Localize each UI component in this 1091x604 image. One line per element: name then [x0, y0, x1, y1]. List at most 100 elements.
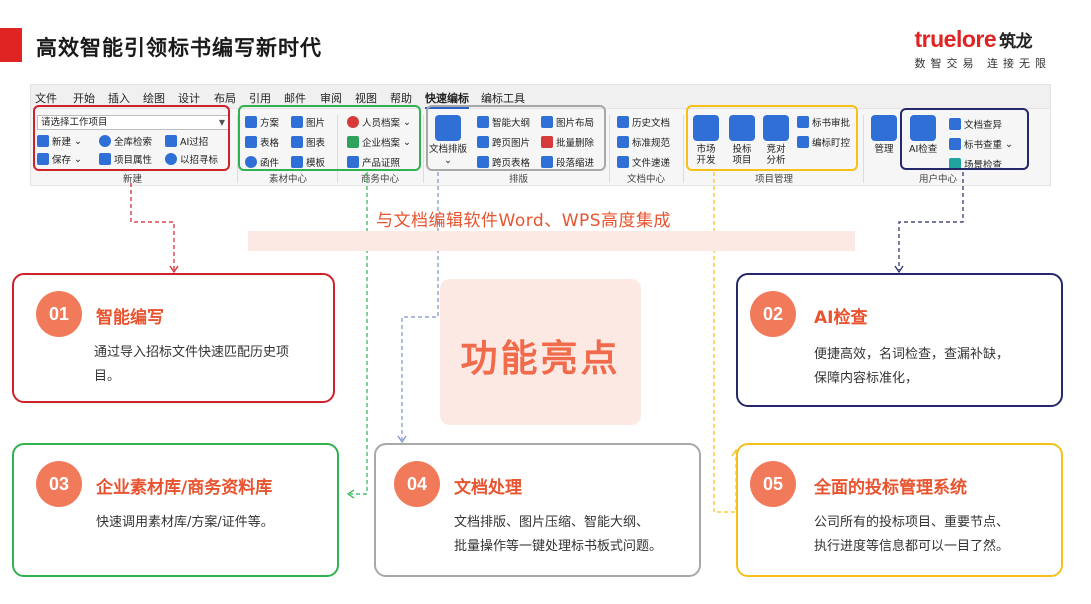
ai-tender-button[interactable]: AI过招 [165, 134, 208, 148]
cross-image-icon [477, 136, 489, 148]
user-gear-icon [871, 115, 897, 141]
cross-page-image-button[interactable]: 跨页图片 [477, 135, 530, 149]
scene-icon [949, 158, 961, 170]
card-desc-line: 保障内容标准化， [814, 371, 919, 386]
template-button[interactable]: 模板 [291, 155, 325, 169]
menu-references[interactable]: 引用 [249, 92, 271, 105]
menu-draw[interactable]: 绘图 [143, 92, 165, 105]
feature-card-02: 02 AI检查 便捷高效，名词检查，查漏补缺，保障内容标准化， [736, 273, 1063, 407]
manage-button[interactable]: 管理 [871, 115, 897, 155]
doc-layout-button[interactable]: 文档排版⌄ [429, 115, 467, 166]
image-icon [291, 116, 303, 128]
card-title: AI检查 [814, 308, 868, 328]
menu-quick-bid[interactable]: 快速编标 [425, 90, 469, 109]
menu-layout[interactable]: 布局 [214, 92, 236, 105]
clock-icon [165, 153, 177, 165]
ai-check-button[interactable]: AI检查 [909, 115, 937, 155]
image-button[interactable]: 图片 [291, 115, 325, 129]
arrowhead-02 [894, 265, 904, 274]
menu-mailings[interactable]: 邮件 [284, 92, 306, 105]
product-cert-button[interactable]: 产品证照 [347, 155, 400, 169]
review-icon [797, 116, 809, 128]
monitor-icon [797, 136, 809, 148]
group-label-material: 素材中心 [269, 174, 308, 185]
group-label-layout: 排版 [509, 174, 529, 185]
bid-project-button[interactable]: 投标项目 [729, 115, 755, 166]
history-icon [617, 116, 629, 128]
connector-01 [130, 183, 175, 270]
feature-card-03: 03 企业素材库/商务资料库 快速调用素材库/方案/证件等。 [12, 443, 339, 577]
divider [237, 115, 238, 183]
menu-view[interactable]: 视图 [355, 92, 377, 105]
standard-button[interactable]: 标准规范 [617, 135, 670, 149]
indent-button[interactable]: 段落缩进 [541, 155, 594, 169]
group-label-business: 商务中心 [361, 174, 400, 185]
target-icon [729, 115, 755, 141]
divider [337, 115, 338, 183]
history-doc-button[interactable]: 历史文档 [617, 115, 670, 129]
card-desc: 公司所有的投标项目、重要节点、执行进度等信息都可以一目了然。 [814, 511, 1009, 559]
new-button[interactable]: 新建⌄ [37, 134, 82, 148]
project-select-value: 请选择工作项目 [41, 117, 108, 128]
menu-bid-tools[interactable]: 编标工具 [481, 92, 525, 105]
layout-icon [435, 115, 461, 141]
arrowhead-04 [397, 435, 407, 444]
chevron-down-icon: ▼ [218, 118, 225, 127]
image-layout-button[interactable]: 图片布局 [541, 115, 594, 129]
banner-highlight [248, 231, 855, 251]
card-desc: 通过导入招标文件快速匹配历史项目。 [94, 341, 289, 389]
chart-button[interactable]: 图表 [291, 135, 325, 149]
ai-icon [165, 135, 177, 147]
feature-card-01: 01 智能编写 通过导入招标文件快速匹配历史项目。 [12, 273, 335, 403]
find-tender-button[interactable]: 以招寻标 [165, 152, 218, 166]
menu-home[interactable]: 开始 [73, 92, 95, 105]
brand-slogan: 数智交易 连接无限 [914, 57, 1051, 70]
connector-03 [350, 172, 368, 495]
table-button[interactable]: 表格 [245, 135, 279, 149]
card-number: 02 [750, 291, 796, 337]
outline-icon [477, 116, 489, 128]
send-icon [617, 156, 629, 168]
bid-review-button[interactable]: 标书审批 [797, 115, 850, 129]
market-button[interactable]: 市场开发 [693, 115, 719, 166]
divider [863, 115, 864, 183]
bid-monitor-button[interactable]: 编标盯控 [797, 135, 850, 149]
staff-archive-button[interactable]: 人员档案⌄ [347, 115, 411, 129]
smart-outline-button[interactable]: 智能大纲 [477, 115, 530, 129]
cross-page-table-button[interactable]: 跨页表格 [477, 155, 530, 169]
project-attr-button[interactable]: 项目属性 [99, 152, 152, 166]
menu-help[interactable]: 帮助 [390, 92, 412, 105]
company-archive-button[interactable]: 企业档案⌄ [347, 135, 411, 149]
delete-icon [541, 136, 553, 148]
highlight-layout-group [426, 105, 606, 171]
card-desc-line: 目。 [94, 369, 121, 384]
plan-button[interactable]: 方案 [245, 115, 279, 129]
compete-analysis-button[interactable]: 竞对分析 [763, 115, 789, 166]
menu-file[interactable]: 文件 [35, 92, 57, 105]
card-title: 智能编写 [96, 308, 164, 328]
divider [609, 115, 610, 183]
letter-button[interactable]: 函件 [245, 155, 279, 169]
scene-check-button[interactable]: 场景检查 [949, 157, 1002, 171]
project-select[interactable]: 请选择工作项目 ▼ [37, 115, 229, 130]
doc-diff-button[interactable]: 文档查异 [949, 117, 1002, 131]
properties-icon [99, 153, 111, 165]
template-icon [291, 156, 303, 168]
menu-design[interactable]: 设计 [178, 92, 200, 105]
chevron-down-icon: ⌄ [444, 155, 452, 166]
dup-check-button[interactable]: 标书查重⌄ [949, 137, 1013, 151]
card-desc-line: 批量操作等一键处理标书板式问题。 [454, 539, 663, 554]
card-number: 03 [36, 461, 82, 507]
card-desc-line: 公司所有的投标项目、重要节点、 [814, 515, 1010, 530]
file-express-button[interactable]: 文件速递 [617, 155, 670, 169]
save-button[interactable]: 保存⌄ [37, 152, 82, 166]
search-all-button[interactable]: 全库检索 [99, 134, 152, 148]
menu-insert[interactable]: 插入 [108, 92, 130, 105]
menu-review[interactable]: 审阅 [320, 92, 342, 105]
batch-delete-button[interactable]: 批量删除 [541, 135, 594, 149]
new-file-icon [37, 135, 49, 147]
card-title: 全面的投标管理系统 [814, 478, 967, 498]
page-title: 高效智能引领标书编写新时代 [36, 36, 322, 60]
card-number: 05 [750, 461, 796, 507]
chart-icon [291, 136, 303, 148]
